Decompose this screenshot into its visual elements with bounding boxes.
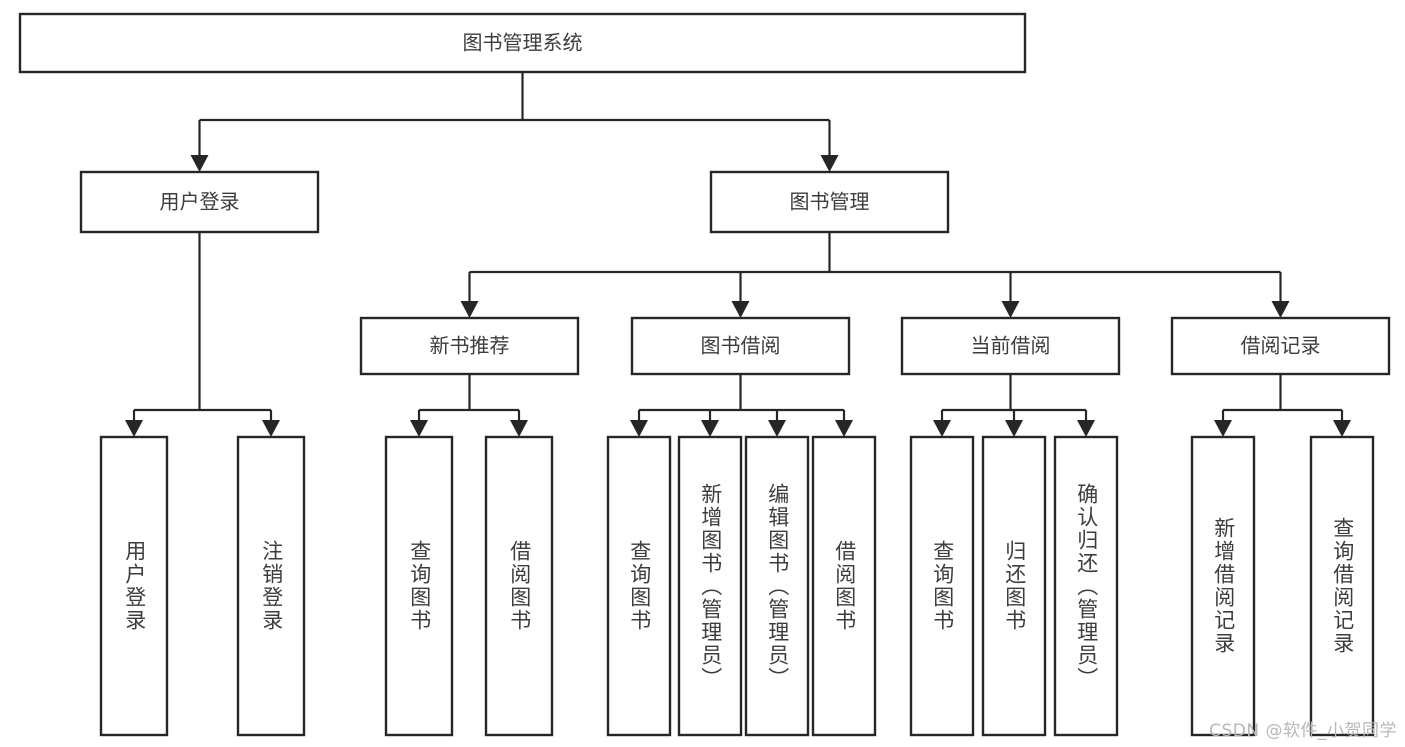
connector-arrowhead: [1214, 420, 1232, 437]
watermark-text: CSDN @软件_小贺同学: [1209, 721, 1397, 741]
node-leaf-query-borrow-record[interactable]: [1309, 435, 1375, 737]
node-label: 图书管理: [790, 190, 870, 214]
connector-arrowhead: [125, 420, 143, 437]
connector-arrowhead: [190, 155, 209, 172]
node-label: 新书推荐: [430, 334, 510, 358]
connector-arrowhead: [820, 155, 839, 172]
connector-arrowhead: [768, 420, 786, 437]
node-leaf-logout[interactable]: [236, 435, 306, 737]
node-label: 用户登录: [160, 190, 240, 214]
connectors-layer: [125, 72, 1351, 437]
node-label: 图书管理系统: [463, 31, 583, 55]
node-new-book-recommend[interactable]: 新书推荐: [359, 316, 580, 376]
node-leaf-borrow-book[interactable]: [811, 435, 877, 737]
connector-arrowhead: [630, 420, 648, 437]
connector-arrowhead: [701, 420, 719, 437]
connector-arrowhead: [510, 420, 528, 437]
connector-arrowhead: [1271, 301, 1290, 318]
connector-arrowhead: [1077, 420, 1095, 437]
connector-arrowhead: [835, 420, 853, 437]
connector-arrowhead: [731, 301, 750, 318]
node-leaf-query-book-current[interactable]: [909, 435, 975, 737]
connector-arrowhead: [933, 420, 951, 437]
connector-arrowhead: [1005, 420, 1023, 437]
node-leaf-borrow-book-recommend[interactable]: [484, 435, 554, 737]
node-leaf-query-book-recommend[interactable]: [384, 435, 454, 737]
connector-arrowhead: [410, 420, 428, 437]
node-book-borrow[interactable]: 图书借阅: [630, 316, 851, 376]
node-label: 借阅记录: [1241, 334, 1321, 358]
node-leaf-user-login[interactable]: [99, 435, 169, 737]
node-current-borrow[interactable]: 当前借阅: [900, 316, 1121, 376]
node-label: 当前借阅: [971, 334, 1051, 358]
node-leaf-return-book[interactable]: [981, 435, 1047, 737]
node-leaf-add-book-admin[interactable]: [677, 435, 743, 737]
connector-arrowhead: [1333, 420, 1351, 437]
node-label: 图书借阅: [701, 334, 781, 358]
node-user-login[interactable]: 用户登录: [79, 170, 320, 234]
node-leaf-add-borrow-record[interactable]: [1190, 435, 1256, 737]
node-book-management[interactable]: 图书管理: [709, 170, 950, 234]
node-borrow-record[interactable]: 借阅记录: [1170, 316, 1391, 376]
connector-arrowhead: [1001, 301, 1020, 318]
node-leaf-edit-book-admin[interactable]: [744, 435, 810, 737]
node-leaf-query-book-borrow[interactable]: [606, 435, 672, 737]
connector-arrowhead: [460, 301, 479, 318]
connector-arrowhead: [262, 420, 280, 437]
node-root[interactable]: 图书管理系统: [18, 12, 1027, 74]
node-leaf-confirm-return-admin[interactable]: [1053, 435, 1119, 737]
